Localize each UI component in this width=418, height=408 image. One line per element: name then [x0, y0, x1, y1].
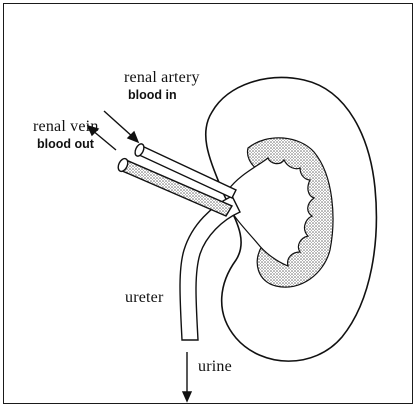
blood-in-label: blood in — [128, 89, 177, 102]
renal-artery-label: renal artery — [124, 70, 200, 86]
urine-arrow — [183, 352, 191, 401]
blood-out-label: blood out — [37, 138, 94, 151]
blood-in-arrow — [104, 111, 138, 142]
ureter-label: ureter — [125, 290, 164, 306]
renal-vein-label: renal vein — [33, 119, 99, 135]
urine-label: urine — [198, 359, 232, 375]
